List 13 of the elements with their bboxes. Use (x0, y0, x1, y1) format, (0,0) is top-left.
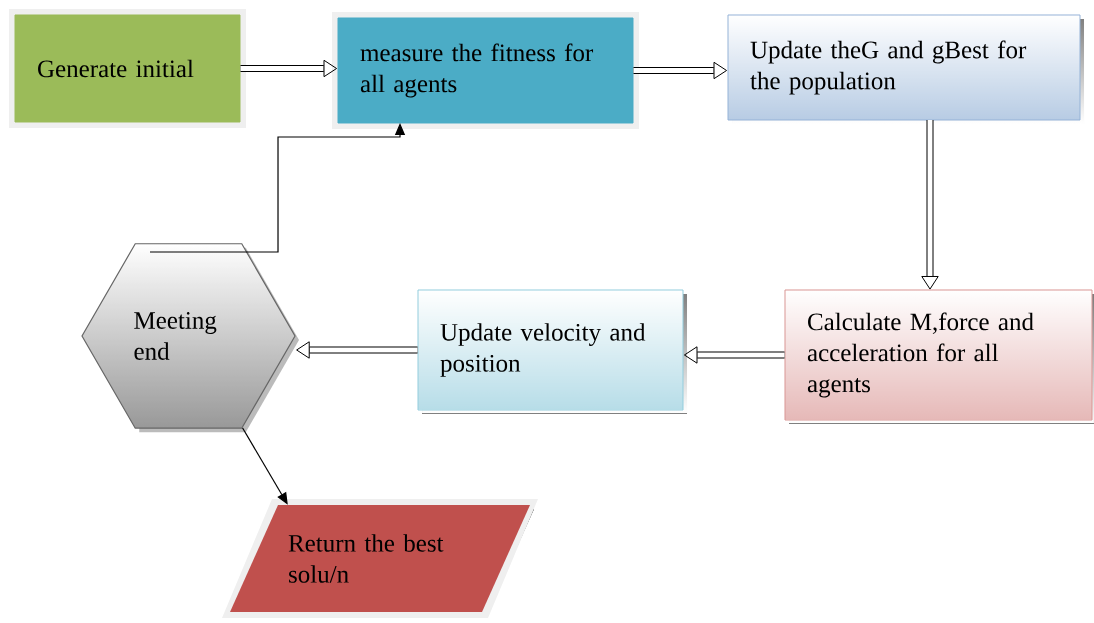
arrow (633, 61, 728, 80)
output-parallelogram: Return the best solu/n (222, 499, 538, 618)
arrow (921, 120, 939, 290)
process-box: Generate initial (9, 9, 246, 128)
process-box: measure the fitness for all agents (332, 12, 639, 129)
arrow (296, 341, 418, 359)
decision-hexagon: Meeting end (81, 243, 299, 433)
process-box: Calculate M,force and acceleration for all agents (784, 289, 1094, 424)
arrow (683, 346, 785, 364)
process-box: Update velocity and position (417, 289, 687, 414)
arrow (242, 427, 288, 505)
process-box: Update theG and gBest for the population (727, 14, 1084, 124)
arrow (240, 59, 338, 78)
